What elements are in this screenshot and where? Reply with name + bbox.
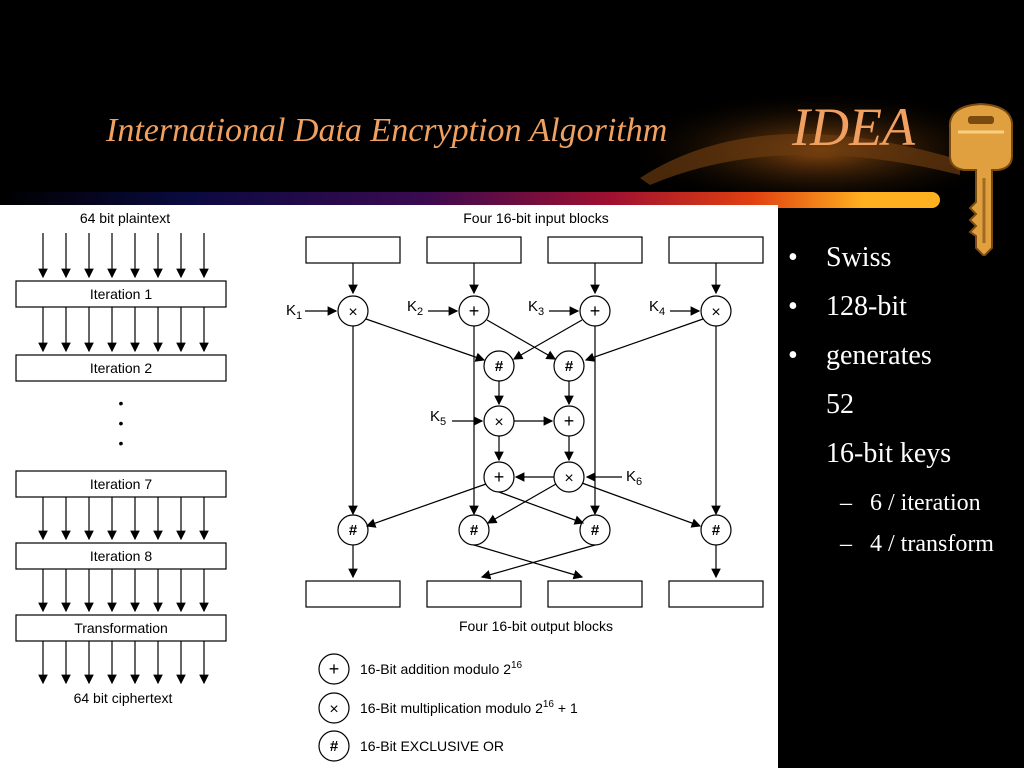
bullet-item: • Swiss [786,236,1024,285]
mul-symbol: × [711,304,720,321]
k1-subscript: 1 [296,310,302,322]
svg-text:K5: K5 [430,408,446,428]
mul-symbol: × [348,304,357,321]
bullet-item: • generates [786,334,1024,383]
bullet-item: • 128-bit [786,285,1024,334]
legend-mul-text: 16-Bit multiplication modulo 216 + 1 [360,699,578,716]
sub-bullet-marker: – [840,490,852,516]
iteration-2-block [15,354,227,382]
ellipsis-dot-3: • [119,435,124,451]
k3-subscript: 3 [538,306,544,318]
svg-text:K4: K4 [649,298,665,318]
diagram-background [0,205,778,768]
bullet-continuation: 16-bit keys [826,438,952,469]
ellipsis-dot-2: • [119,415,124,431]
transformation-label: Transformation [74,620,168,636]
sub-bullet-marker: – [840,531,852,557]
bullet-text: Swiss [826,242,892,273]
svg-text:K6: K6 [626,468,642,488]
iteration-7-block [15,470,227,498]
k4-label: K [649,298,659,315]
sub-bullet-text: 6 / iteration [870,490,981,516]
output-block-1 [305,580,401,608]
op-add-mid [553,405,585,437]
iteration-1-label: Iteration 1 [90,286,152,302]
legend-xor-symbol: # [330,738,339,755]
iteration-8-label: Iteration 8 [90,548,152,564]
legend-mul-symbol: × [329,701,338,718]
iteration-7-label: Iteration 7 [90,476,152,492]
slide-title-acronym: IDEA [792,97,915,157]
iteration-2-label: Iteration 2 [90,360,152,376]
overview-diagram: 64 bit plaintext Iteration 1 Iteration 2… [15,210,227,706]
legend-xor-icon [318,730,350,762]
legend-add-text: 16-Bit addition modulo 216 [360,660,523,677]
add-symbol: + [469,301,480,321]
title-swoosh [0,90,1020,210]
k3-label: K [528,298,538,315]
bullet-text: 128-bit [826,291,907,322]
k2-label: K [407,298,417,315]
output-blocks-label: Four 16-bit output blocks [459,618,613,634]
bullet-marker: • [788,291,798,322]
bullet-list: • Swiss • 128-bit • generates 52 16-bit key… [786,236,1024,563]
k2-subscript: 2 [417,306,423,318]
op-mul-k6 [553,461,585,493]
iteration-1-block [15,280,227,308]
legend: + 16-Bit addition modulo 216 × 16-Bit mu… [318,653,578,762]
output-block-2 [426,580,522,608]
bullet-marker: • [788,242,798,273]
mul-symbol: × [564,470,573,487]
bullet-continuation: 52 [826,389,854,420]
mul-symbol: × [494,414,503,431]
svg-text:K2: K2 [407,298,423,318]
legend-xor-text: 16-Bit EXCLUSIVE OR [360,738,504,754]
iteration-8-block [15,542,227,570]
input-blocks-label: Four 16-bit input blocks [463,210,609,226]
k5-label: K [430,408,440,425]
k5-subscript: 5 [440,416,446,428]
xor-symbol: # [495,358,504,375]
legend-add-icon [318,653,350,685]
bullet-text: generates [826,340,932,371]
add-symbol: + [590,301,601,321]
sub-bullet-item: –6 / iteration [786,481,1024,522]
output-block-4 [668,580,764,608]
add-symbol: + [564,411,575,431]
xor-symbol: # [712,522,721,539]
transformation-block [15,614,227,642]
idea-diagram: 64 bit plaintext Iteration 1 Iteration 2… [0,205,778,768]
legend-mul-icon [318,692,350,724]
k4-subscript: 4 [659,306,665,318]
xor-symbol: # [349,522,358,539]
k6-subscript: 6 [636,476,642,488]
round-diagram: Four 16-bit input blocks K1 K2 K3 K4 K5 … [286,210,764,634]
ciphertext-label: 64 bit ciphertext [74,690,173,706]
sub-bullet-item: –4 / transform [786,522,1024,563]
op-mul-k5 [483,405,515,437]
k1-label: K [286,302,296,319]
plaintext-label: 64 bit plaintext [80,210,170,226]
slide-title: International Data Encryption Algorithm [106,112,668,149]
sub-bullet-text: 4 / transform [870,531,994,557]
output-block-3 [547,580,643,608]
key-icon [948,102,1014,256]
ellipsis-dot-1: • [119,395,124,411]
bullet-marker: • [788,340,798,371]
legend-add-symbol: + [329,659,340,679]
k6-label: K [626,468,636,485]
xor-symbol: # [565,358,574,375]
svg-text:K1: K1 [286,302,302,322]
xor-symbol: # [591,522,600,539]
svg-text:K3: K3 [528,298,544,318]
xor-symbol: # [470,522,479,539]
add-symbol: + [494,467,505,487]
